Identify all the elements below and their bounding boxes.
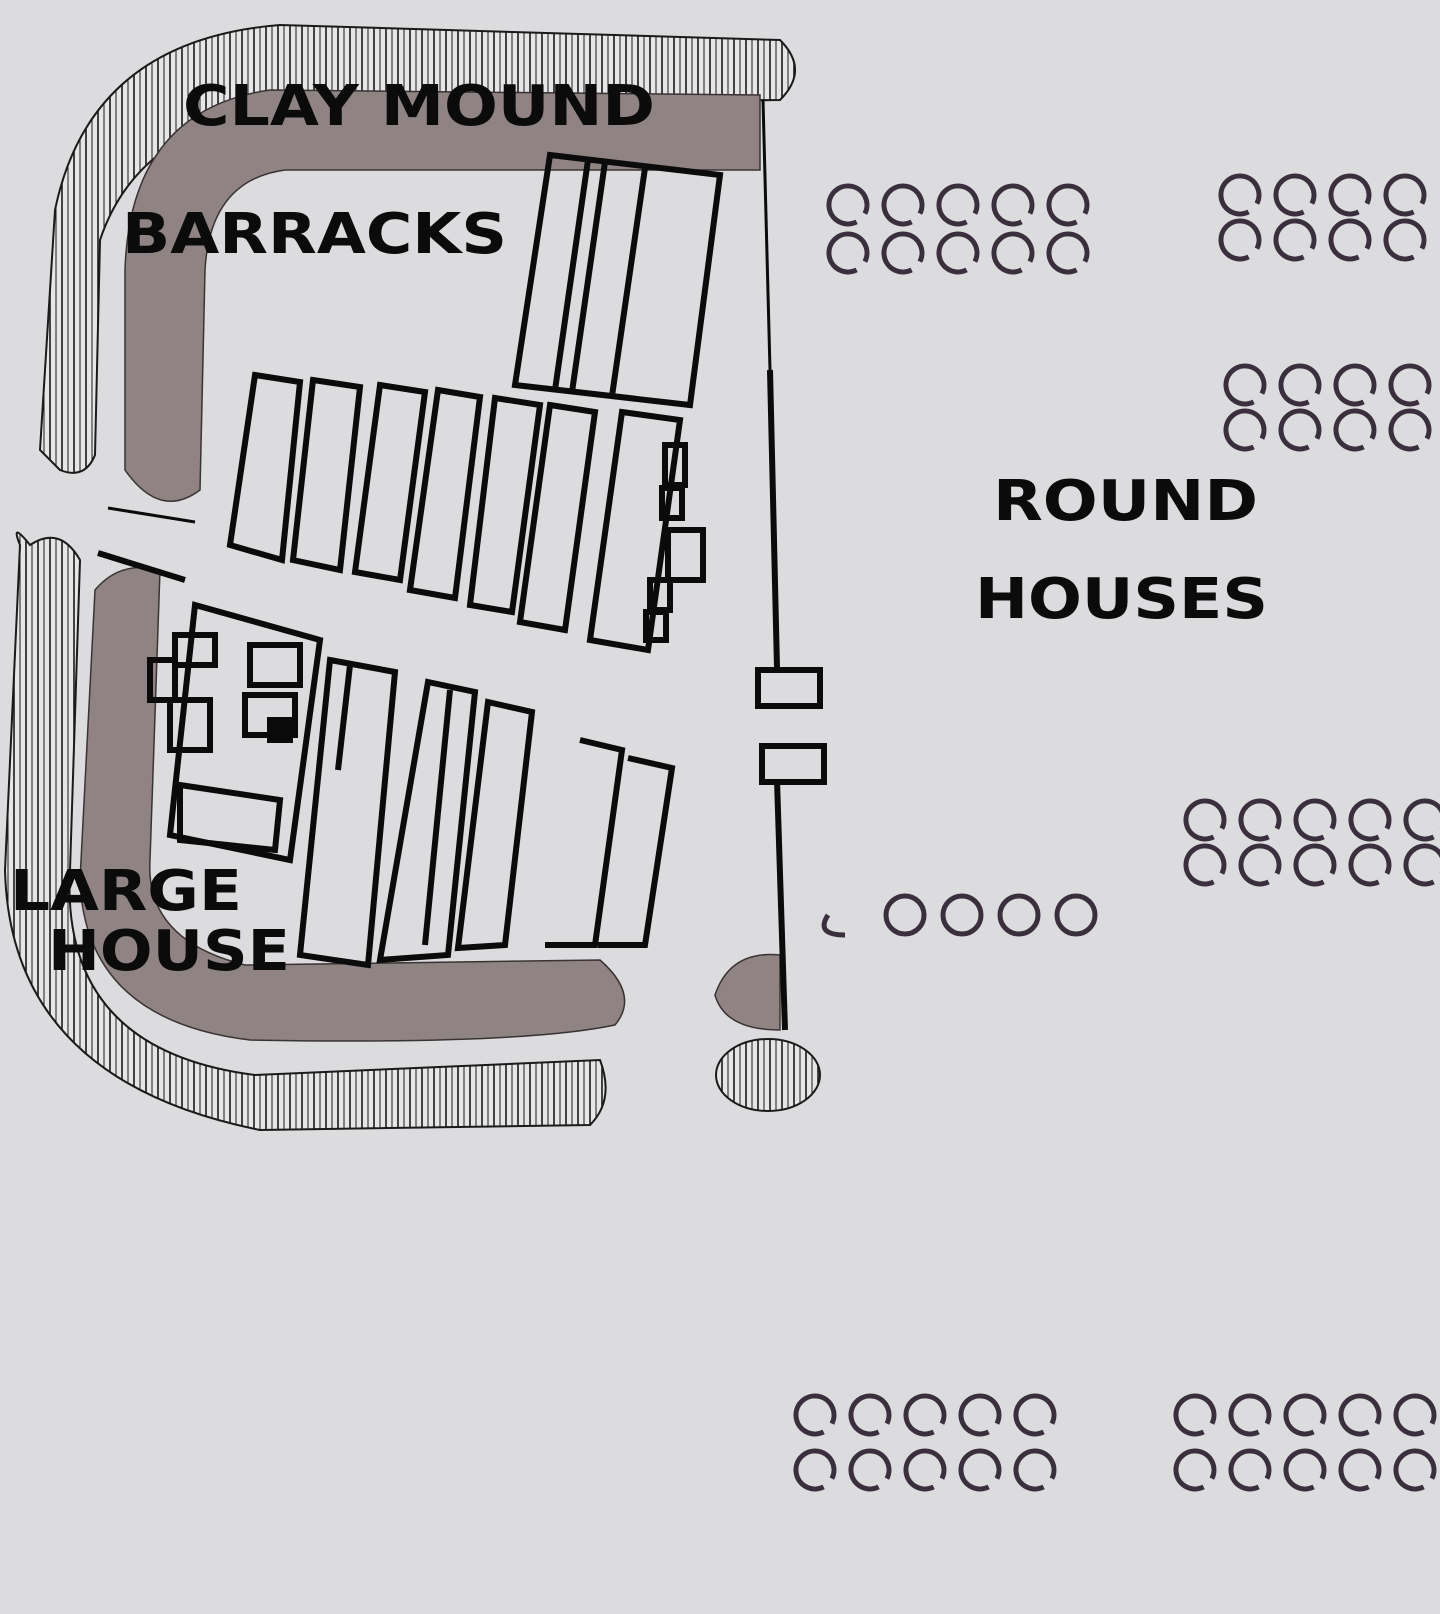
- round-house: [991, 183, 1035, 227]
- east-wall: [97, 99, 827, 1031]
- round-house: [1046, 231, 1090, 275]
- round-house: [1333, 363, 1377, 407]
- label-large-house-line2: HOUSE: [48, 919, 290, 984]
- round-house: [826, 231, 870, 275]
- round-house: [1183, 798, 1227, 842]
- round-house: [1388, 363, 1432, 407]
- round-house: [1273, 173, 1317, 217]
- round-house-partial: [821, 913, 846, 938]
- round-house: [1393, 1448, 1437, 1492]
- round-house: [1013, 1393, 1057, 1437]
- round-house: [1228, 1448, 1272, 1492]
- label-clay-mound: CLAY MOUND: [183, 74, 655, 139]
- large-house-complex: [147, 601, 676, 969]
- round-house: [1283, 1393, 1327, 1437]
- label-large-house-line1: LARGE: [10, 859, 242, 924]
- round-house: [1223, 408, 1267, 452]
- outer-ditch: [3, 23, 821, 1132]
- round-house: [936, 231, 980, 275]
- round-house: [1348, 798, 1392, 842]
- round-house: [1054, 893, 1098, 937]
- round-house: [1383, 218, 1427, 262]
- round-house: [881, 231, 925, 275]
- round-house: [1218, 218, 1262, 262]
- large-house-courtyard: [267, 717, 293, 743]
- round-house: [997, 893, 1041, 937]
- round-house: [1403, 798, 1440, 842]
- round-house: [1218, 173, 1262, 217]
- gate-tower-south: [759, 743, 827, 785]
- round-house: [1278, 363, 1322, 407]
- round-house: [1173, 1393, 1217, 1437]
- round-house: [883, 893, 927, 937]
- label-barracks: BARRACKS: [122, 202, 507, 267]
- clay-mound-gate: [714, 953, 781, 1031]
- round-house: [1293, 798, 1337, 842]
- label-round-houses-line2: HOUSES: [975, 567, 1268, 632]
- round-house: [1238, 843, 1282, 887]
- outer-ditch-south: [3, 531, 607, 1132]
- round-house: [1273, 218, 1317, 262]
- clay-mound-north: [124, 89, 761, 502]
- round-house: [903, 1448, 947, 1492]
- barracks-blocks: [226, 151, 724, 654]
- round-house: [793, 1448, 837, 1492]
- round-house: [958, 1448, 1002, 1492]
- round-house: [1348, 843, 1392, 887]
- round-houses: [793, 173, 1440, 1492]
- round-house: [991, 231, 1035, 275]
- round-house: [1403, 843, 1440, 887]
- round-house: [793, 1393, 837, 1437]
- round-house: [1383, 173, 1427, 217]
- outer-ditch-north: [38, 23, 796, 474]
- round-house: [1173, 1448, 1217, 1492]
- round-house: [1338, 1393, 1382, 1437]
- round-house: [1388, 408, 1432, 452]
- round-house: [1238, 798, 1282, 842]
- round-house: [1328, 173, 1372, 217]
- clay-mound: [79, 89, 781, 1042]
- round-house: [1393, 1393, 1437, 1437]
- gate-ditch: [715, 1038, 821, 1112]
- round-house: [881, 183, 925, 227]
- round-house: [958, 1393, 1002, 1437]
- round-house: [826, 183, 870, 227]
- round-house: [1013, 1448, 1057, 1492]
- round-house: [1328, 218, 1372, 262]
- round-house: [1228, 1393, 1272, 1437]
- round-house: [1333, 408, 1377, 452]
- map-labels: CLAY MOUND BARRACKS ROUND HOUSES LARGE H…: [10, 74, 1268, 984]
- label-round-houses-line1: ROUND: [993, 469, 1258, 534]
- round-house: [940, 893, 984, 937]
- round-house: [848, 1448, 892, 1492]
- round-house: [1293, 843, 1337, 887]
- round-house: [1278, 408, 1322, 452]
- round-house: [1283, 1448, 1327, 1492]
- round-house: [1338, 1448, 1382, 1492]
- round-house: [936, 183, 980, 227]
- round-house: [1223, 363, 1267, 407]
- round-house: [848, 1393, 892, 1437]
- round-house: [903, 1393, 947, 1437]
- round-house: [1046, 183, 1090, 227]
- round-house: [1183, 843, 1227, 887]
- gate-tower-north: [755, 667, 823, 709]
- clay-mound-west-south: [79, 566, 626, 1042]
